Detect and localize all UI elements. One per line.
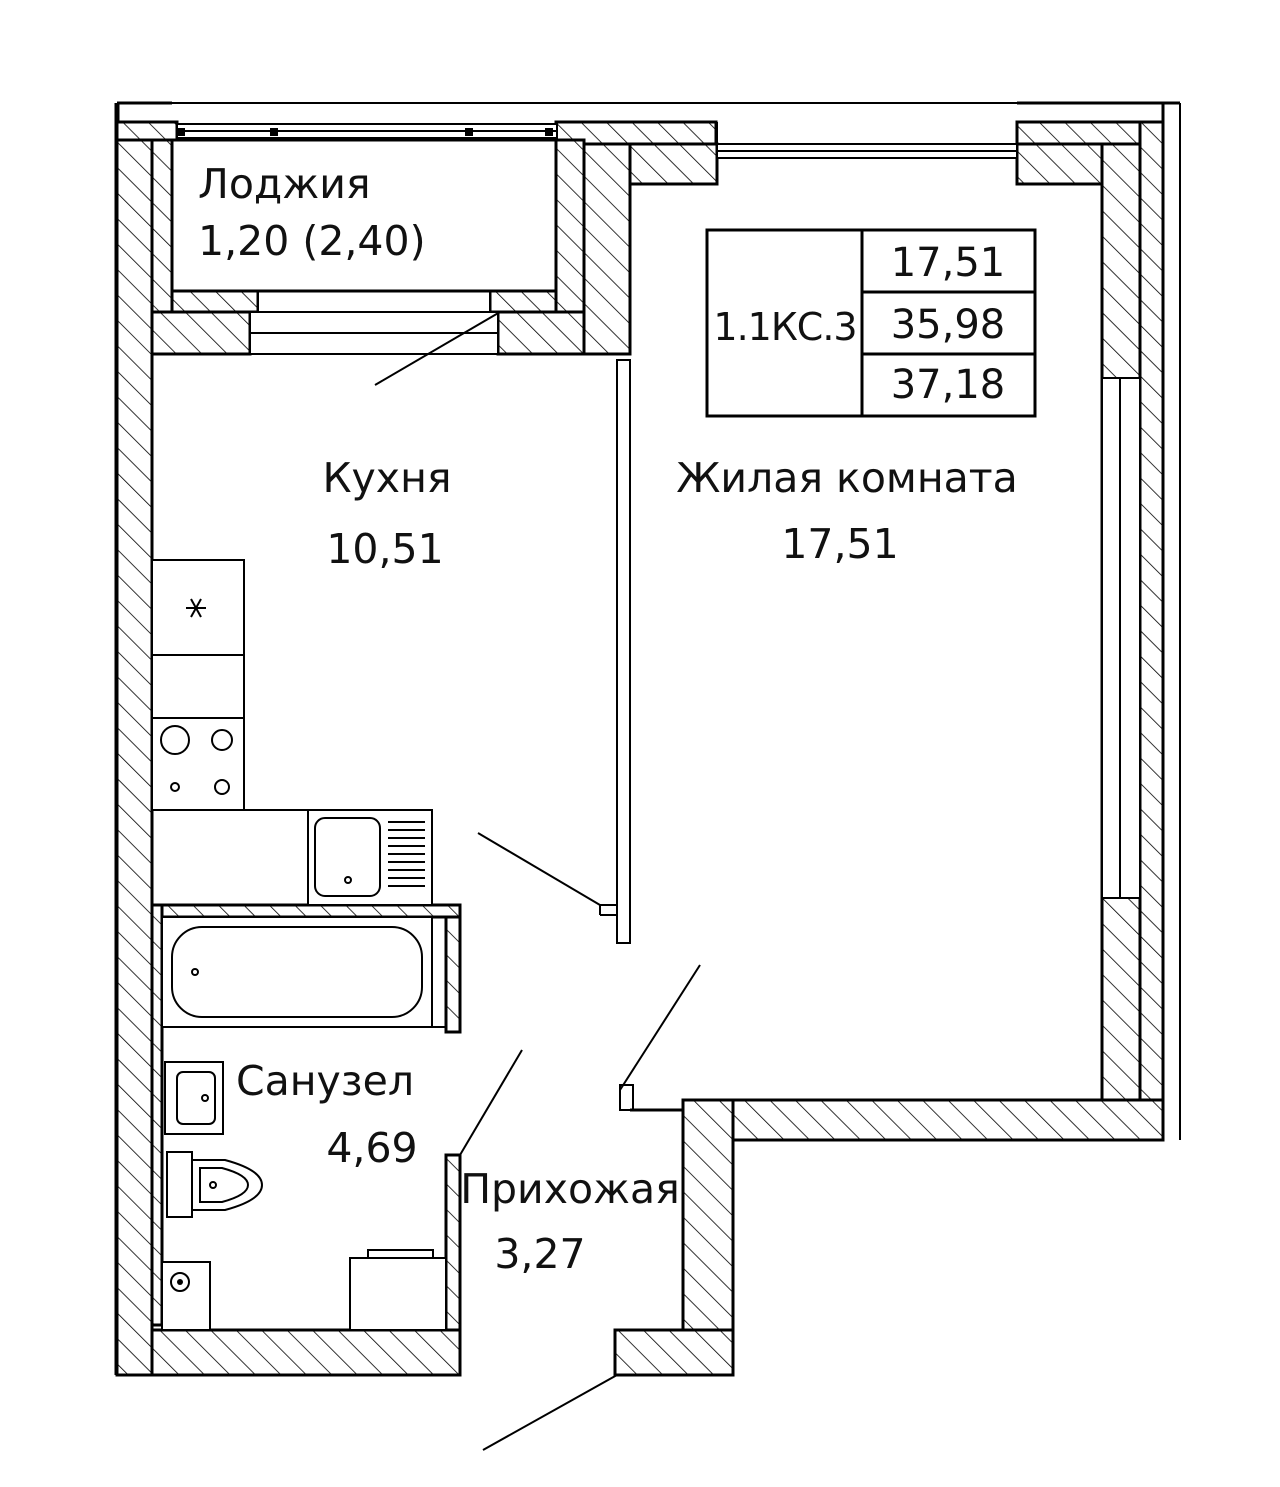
- bathtub: [161, 916, 433, 1028]
- drain-icon: [170, 1272, 190, 1292]
- partition-wall: [616, 184, 683, 1112]
- drainboard: [388, 821, 425, 887]
- bathroom-name: Санузел: [236, 1057, 414, 1105]
- toilet-bowl: [191, 1159, 264, 1211]
- kitchen-sink: [307, 809, 433, 906]
- info-box: 1.1КС.3 17,51 35,98 37,18: [705, 228, 1037, 418]
- washing-machine: [349, 1257, 447, 1331]
- hallway-area: 3,27: [494, 1230, 585, 1278]
- kitchen-name: Кухня: [322, 454, 451, 502]
- windows: [176, 122, 1018, 355]
- walls: [115, 120, 1165, 1377]
- loggia-area: 1,20 (2,40): [198, 217, 426, 265]
- living-room-name: Жилая комната: [676, 454, 1018, 502]
- living-room-area: 17,51: [781, 520, 898, 568]
- burner-icon: [211, 729, 233, 751]
- living-area-value: 17,51: [891, 240, 1006, 286]
- total-area-with-loggia-value: 37,18: [891, 362, 1006, 408]
- kitchen-area: 10,51: [326, 525, 443, 573]
- drain-box: [161, 1261, 211, 1331]
- apartment-code: 1.1КС.3: [713, 305, 856, 349]
- burner-icon: [170, 782, 180, 792]
- bathroom-area: 4,69: [326, 1124, 417, 1172]
- bathroom-fixtures: [161, 916, 447, 1331]
- burner-icon: [160, 725, 190, 755]
- toilet-tank: [166, 1151, 193, 1218]
- door-swings: [374, 311, 701, 1451]
- total-area-value: 35,98: [891, 302, 1006, 348]
- loggia-outline: [170, 138, 558, 293]
- stove: [151, 717, 245, 811]
- kitchen-furniture: [151, 559, 433, 906]
- loggia-name: Лоджия: [198, 160, 371, 208]
- snowflake-icon: [186, 598, 206, 618]
- room-labels: Лоджия 1,20 (2,40) Кухня 10,51 Жилая ком…: [198, 160, 1018, 1278]
- hallway-name: Прихожая: [460, 1165, 680, 1213]
- burner-icon: [214, 779, 230, 795]
